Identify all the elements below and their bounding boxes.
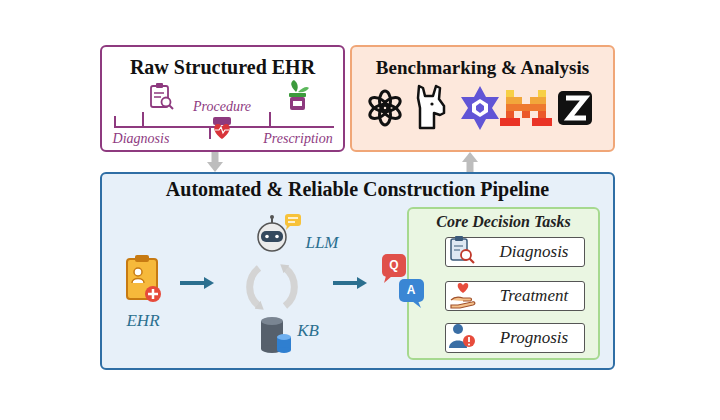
task-label: Diagnosis (484, 238, 584, 265)
task-box: Treatment (445, 281, 585, 311)
event-label: Diagnosis (113, 131, 170, 147)
task-box: Prognosis (445, 323, 585, 353)
benchmark-panel: Benchmarking & Analysis (350, 45, 615, 152)
task-box: Diagnosis (445, 237, 585, 267)
task-label: Prognosis (484, 324, 584, 351)
task-group: Core Decision TasksDiagnosisTreatmentPro… (407, 207, 600, 360)
event-label: Prescription (263, 131, 332, 147)
panel-title: Raw Structured EHR (102, 55, 343, 79)
component-label: LLM (305, 233, 338, 253)
component-label: EHR (126, 311, 159, 331)
panel-title: Automated & Reliable Construction Pipeli… (102, 177, 613, 201)
panel-title: Core Decision Tasks (409, 212, 598, 232)
flow-arrow (212, 152, 219, 162)
component-label: KB (297, 321, 319, 341)
flow-arrow (467, 162, 474, 172)
chat-letter: Q (389, 258, 398, 272)
task-label: Treatment (484, 282, 584, 309)
panel-title: Benchmarking & Analysis (352, 56, 613, 80)
chat-letter: A (407, 283, 416, 297)
event-label: Procedure (193, 99, 251, 115)
pipeline-panel: Automated & Reliable Construction Pipeli… (100, 172, 615, 370)
